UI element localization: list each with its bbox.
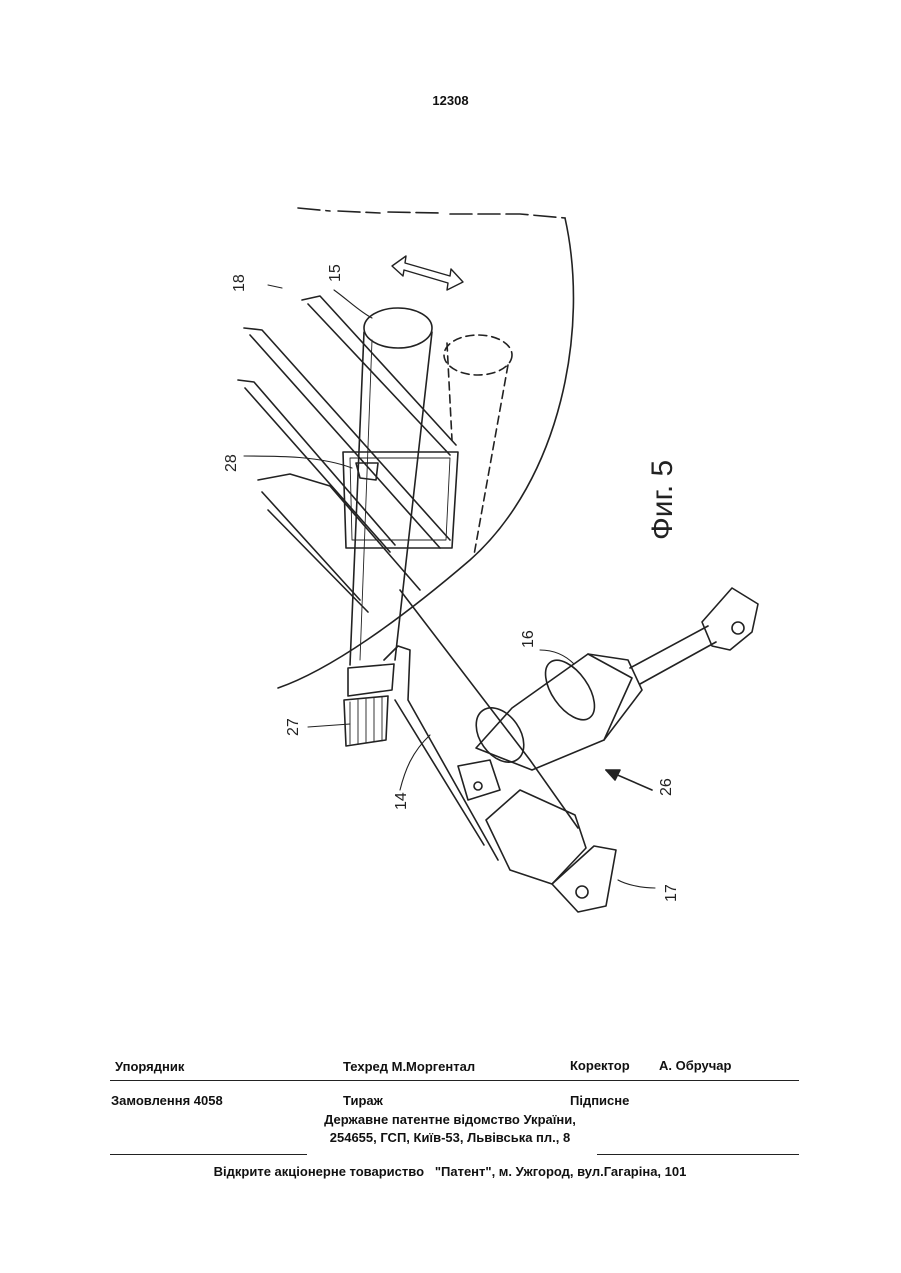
patent-drawing-figure-5: 18 15 28 16 27 14 26 17 Фиг. 5 — [0, 0, 901, 1000]
arrow-26 — [606, 770, 652, 790]
compiler-label: Упорядник — [115, 1059, 184, 1074]
order-number: Замовлення 4058 — [111, 1093, 223, 1108]
divider-top — [110, 1080, 799, 1081]
divider-bottom-left — [110, 1154, 307, 1155]
label-14: 14 — [393, 792, 410, 810]
rod-15 — [350, 308, 432, 665]
label-15: 15 — [327, 264, 344, 282]
publisher-line: Відкрите акціонерне товариство "Патент",… — [100, 1164, 800, 1179]
label-17: 17 — [663, 884, 680, 902]
frame-outline — [278, 208, 573, 688]
label-28: 28 — [223, 454, 240, 472]
label-16: 16 — [520, 630, 537, 648]
techred: Техред М.Моргентал — [343, 1059, 475, 1074]
label-18: 18 — [231, 274, 248, 292]
bracket-28 — [343, 452, 458, 548]
office-line-1: Державне патентне відомство України, — [200, 1112, 700, 1127]
movement-arrow — [392, 256, 463, 290]
label-27: 27 — [285, 718, 302, 736]
figure-caption: Фиг. 5 — [646, 460, 679, 540]
corrector-label: Коректор — [570, 1058, 630, 1073]
arm-14 — [384, 590, 578, 860]
leader-lines — [244, 285, 655, 888]
divider-bottom-right — [597, 1154, 799, 1155]
office-line-2: 254655, ГСП, Київ-53, Львівська пл., 8 — [200, 1130, 700, 1145]
label-26: 26 — [658, 778, 675, 796]
guide-rails — [238, 296, 456, 612]
corrector-name: А. Обручар — [659, 1058, 731, 1073]
cylinder-16 — [466, 588, 758, 771]
circulation: Тираж — [343, 1093, 383, 1108]
signed-label: Підписне — [570, 1093, 629, 1108]
lug-17 — [458, 760, 616, 912]
spline-end-27 — [344, 664, 394, 746]
